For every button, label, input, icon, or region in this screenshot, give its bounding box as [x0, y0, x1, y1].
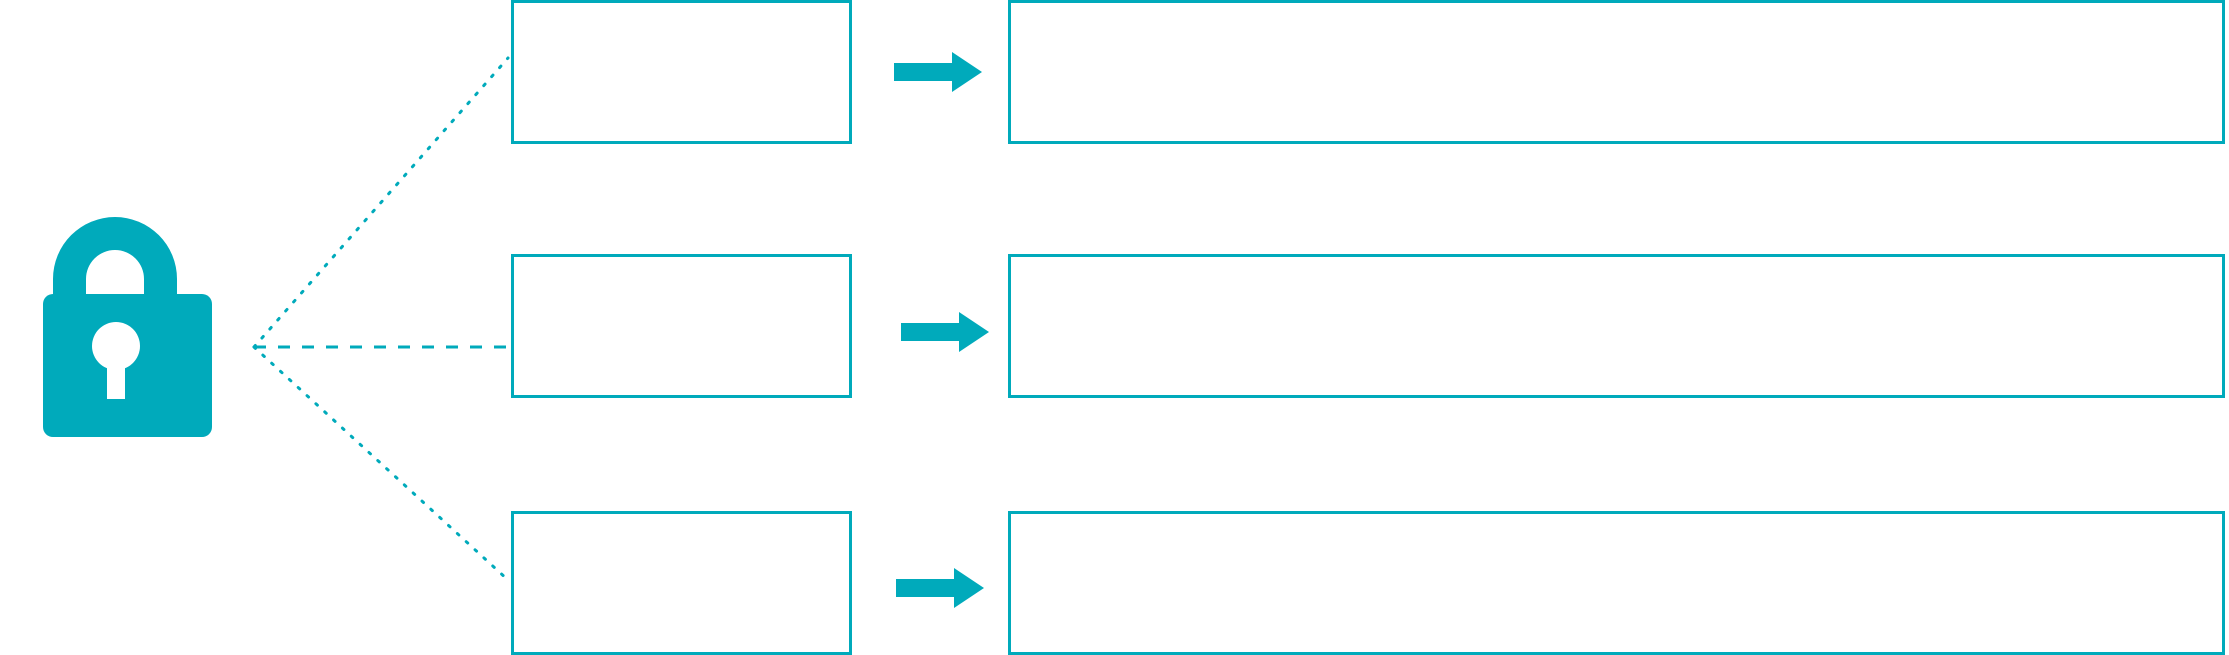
- stage-box-left[interactable]: [511, 0, 852, 144]
- padlock-icon: [20, 150, 220, 445]
- flow-row: [0, 511, 2229, 655]
- right-arrow-icon: [894, 52, 982, 92]
- stage-box-left[interactable]: [511, 511, 852, 655]
- flow-row: [0, 254, 2229, 399]
- stage-box-left[interactable]: [511, 254, 852, 398]
- right-arrow-icon: [901, 312, 989, 352]
- right-arrow-icon: [896, 568, 984, 608]
- stage-box-right[interactable]: [1008, 511, 2225, 655]
- flow-row: [0, 0, 2229, 145]
- stage-box-right[interactable]: [1008, 0, 2225, 144]
- stage-box-right[interactable]: [1008, 254, 2225, 398]
